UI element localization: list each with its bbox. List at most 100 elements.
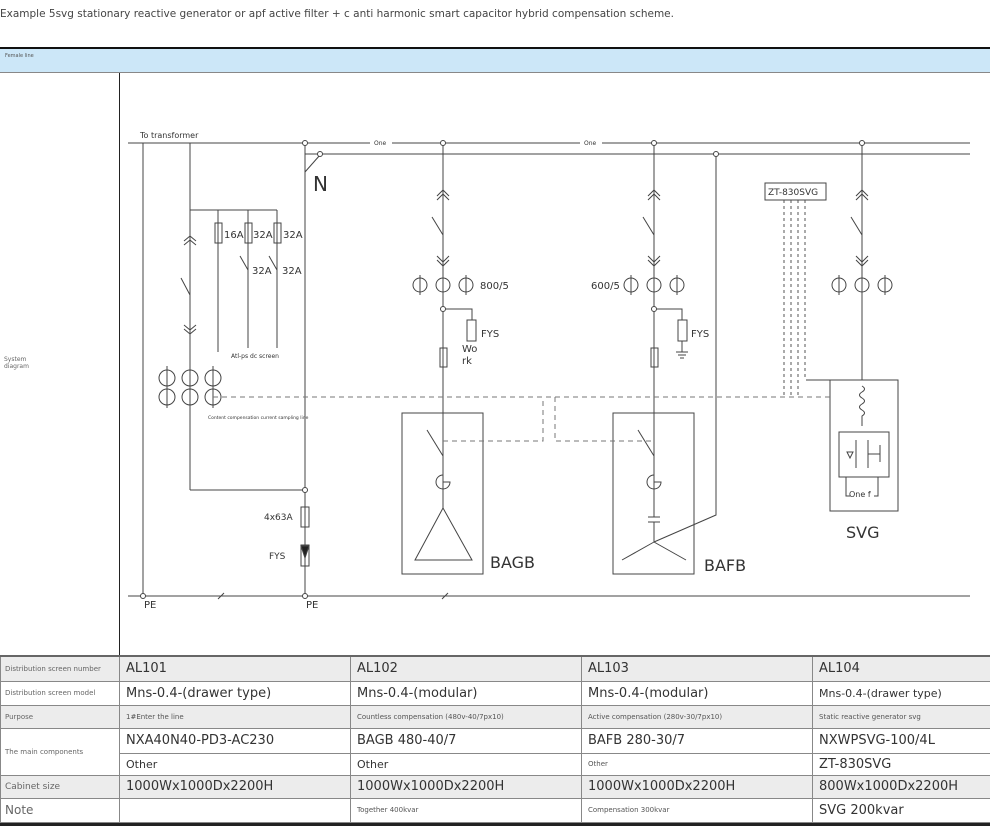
- table-row: Cabinet size 1000Wx1000Dx2200H 1000Wx100…: [0, 774, 990, 799]
- table-cell: Countless compensation (480v-40/7px10): [350, 704, 582, 729]
- table-row: The main components NXA40N40-PD3-AC230 B…: [0, 727, 990, 776]
- bagb-switch-icon: [426, 429, 444, 457]
- neutral-switch-icon: [304, 154, 321, 173]
- table-cell: AL102: [350, 655, 582, 682]
- breaker-32a-1-label: 32A: [252, 266, 272, 277]
- work-label-2: rk: [462, 356, 472, 367]
- bagb-cabinet: [401, 412, 484, 575]
- table-cell: Other: [119, 752, 351, 776]
- fuse-4x63a-label: 4x63A: [264, 513, 294, 523]
- table-cell: Together 400kvar: [350, 797, 582, 823]
- fuse-32a-1-icon: [244, 222, 253, 244]
- fuse-32a-2-icon: [273, 222, 282, 244]
- surge-arrester-icon: [677, 319, 688, 342]
- page-title: Example 5svg stationary reactive generat…: [0, 8, 674, 20]
- bafb-cabinet: [612, 412, 695, 575]
- ct-ratio-2: 600/5: [591, 281, 620, 292]
- header-bar-label: Female line: [5, 53, 34, 59]
- al104-breaker-icon: [850, 216, 863, 236]
- table-cell: Mns-0.4-(drawer type): [119, 680, 351, 706]
- bottom-rule: [0, 823, 990, 826]
- row-label: Distribution screen number: [0, 655, 120, 682]
- table-row: Note Together 400kvar Compensation 300kv…: [0, 797, 990, 823]
- table-cell: Static reactive generator svg: [812, 704, 990, 729]
- row-label: Note: [0, 797, 120, 823]
- breaker-1-icon: [239, 255, 249, 271]
- svg-reactor-icon: [859, 385, 865, 426]
- fuse-32a-1-label: 32A: [253, 230, 273, 241]
- igbt-label: One f: [849, 490, 871, 499]
- table-cell: 1000Wx1000Dx2200H: [350, 774, 582, 799]
- star-capacitor-icon: [621, 541, 655, 561]
- table-row: Other Other Other ZT-830SVG: [1, 752, 990, 776]
- breaker-32a-2-label: 32A: [282, 266, 302, 277]
- table-cell: Mns-0.4-(drawer type): [812, 680, 990, 706]
- table-cell: AL101: [119, 655, 351, 682]
- fuse-32a-2-label: 32A: [283, 230, 303, 241]
- row-label: The main components: [0, 727, 120, 776]
- table-cell: NXA40N40-PD3-AC230: [119, 727, 351, 754]
- row-label: Purpose: [0, 704, 120, 729]
- ats-dc-screen-label: Atl-ps dc screen: [231, 353, 279, 360]
- table-row: Purpose 1#Enter the line Countless compe…: [0, 704, 990, 729]
- fys-label-1: FYS: [481, 329, 499, 340]
- spec-table: Distribution screen number AL101 AL102 A…: [0, 655, 990, 823]
- fuse-16a-icon: [214, 222, 223, 244]
- neutral-label: N: [313, 172, 328, 196]
- row-label: Cabinet size: [0, 774, 120, 799]
- table-row: Distribution screen number AL101 AL102 A…: [0, 655, 990, 682]
- row-label: Distribution screen model: [0, 680, 120, 706]
- to-transformer-label: To transformer: [139, 131, 199, 140]
- table-cell: Mns-0.4-(modular): [581, 680, 813, 706]
- bafb-label: BAFB: [704, 556, 746, 575]
- bagb-label: BAGB: [490, 553, 535, 572]
- table-row: Distribution screen model Mns-0.4-(drawe…: [0, 680, 990, 706]
- breaker-2-icon: [268, 255, 278, 271]
- sampling-note: Content compensation current sampling li…: [208, 415, 309, 421]
- pe-label-1: PE: [144, 600, 156, 611]
- table-cell: 1000Wx1000Dx2200H: [119, 774, 351, 799]
- fuse-4x63a-icon: [300, 506, 310, 528]
- svg-controller-box: [764, 182, 827, 201]
- bus-label-2: One: [584, 140, 597, 147]
- fuse-icon: [439, 347, 448, 368]
- table-cell: AL103: [581, 655, 813, 682]
- table-cell: BAGB 480-40/7: [350, 727, 582, 754]
- ct-ratio-1: 800/5: [480, 281, 509, 292]
- table-cell: Other: [350, 752, 582, 776]
- pe-label-2: PE: [306, 600, 318, 611]
- fuse-icon: [650, 347, 659, 368]
- table-cell: 1#Enter the line: [119, 704, 351, 729]
- table-cell: AL104: [812, 655, 990, 682]
- table-cell: NXWPSVG-100/4L: [812, 727, 990, 754]
- igbt-module-icon: [838, 431, 890, 478]
- al103-breaker-icon: [642, 216, 655, 236]
- surge-arrester-icon: [466, 319, 477, 342]
- svg-cabinet: [829, 379, 899, 512]
- fuse-16a-label: 16A: [224, 230, 244, 241]
- bafb-neutral-line: [653, 154, 717, 543]
- table-cell: Compensation 300kvar: [581, 797, 813, 823]
- plug-icon: [183, 235, 197, 242]
- system-diagram-label: System diagram: [4, 356, 29, 370]
- work-label-1: Wo: [462, 344, 477, 355]
- column-divider: [119, 73, 120, 656]
- table-cell: [119, 797, 351, 823]
- delta-capacitor-icon: [414, 506, 473, 561]
- bafb-switch-icon: [637, 429, 655, 457]
- svg-controller-label: ZT-830SVG: [768, 188, 818, 198]
- fys-label-2: FYS: [691, 329, 709, 340]
- main-breaker-icon: [180, 277, 191, 296]
- table-cell: Other: [581, 752, 813, 776]
- table-cell: BAFB 280-30/7: [581, 727, 813, 754]
- fys-label-3: FYS: [269, 552, 286, 562]
- table-cell: 800Wx1000Dx2200H: [812, 774, 990, 799]
- table-cell: Mns-0.4-(modular): [350, 680, 582, 706]
- table-cell: SVG 200kvar: [812, 797, 990, 823]
- table-cell: 1000Wx1000Dx2200H: [581, 774, 813, 799]
- bus-label-1: One: [374, 140, 387, 147]
- reactor-icon: [435, 474, 451, 490]
- table-cell: ZT-830SVG: [812, 752, 990, 776]
- svg-label: SVG: [846, 523, 880, 542]
- header-bar: Female line: [0, 47, 990, 73]
